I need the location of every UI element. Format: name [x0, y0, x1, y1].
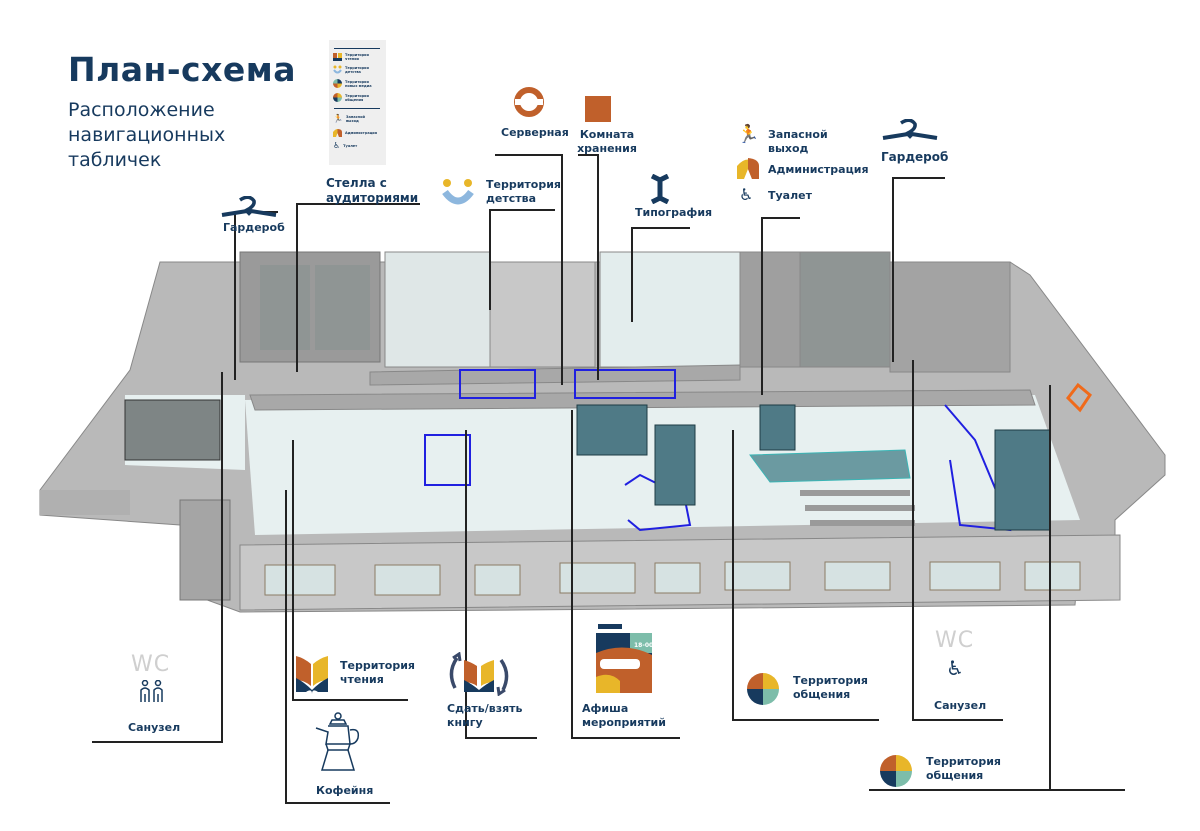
sign-return-book: Сдать/взять книгу [447, 702, 523, 729]
legend-label: Туалет [343, 143, 358, 148]
sign-wardrobe-right: Гардероб [881, 150, 949, 164]
legend-item: 🏃 Запасной выход [333, 114, 376, 123]
communication-territory-icon [880, 755, 912, 787]
legend-label: Запасной выход [345, 114, 365, 123]
legend-item: Администрация [333, 128, 377, 137]
legend-label: Территория новых медиа [345, 79, 372, 88]
page-subtitle: Расположение навигационных табличек [68, 99, 226, 171]
sign-storage: Комната хранения [577, 128, 637, 155]
toilet-icon: ♿ [739, 185, 754, 204]
legend-label: Администрация [345, 130, 377, 135]
auditorium-seats [800, 490, 915, 526]
svg-text:18-00: 18-00 [634, 642, 652, 649]
sign-wardrobe-left: Гардероб [223, 221, 285, 234]
legend-label: Территория детства [345, 65, 369, 74]
wc-mark: WC [935, 628, 975, 653]
book-exchange-icon [449, 652, 509, 696]
server-room-icon [514, 87, 544, 117]
legend-divider [334, 108, 380, 109]
sign-emergency-exit: Запасной выход [768, 128, 828, 155]
legend-card: Территория чтения Территория детства Тер… [329, 40, 386, 165]
childhood-territory-icon [333, 65, 342, 74]
new-media-territory-icon [333, 79, 342, 88]
sign-typography: Типография [635, 206, 713, 219]
legend-item: Территория общения [333, 93, 375, 102]
page-title: План-схема [68, 50, 297, 89]
storage-room-icon [585, 96, 611, 122]
hanger-icon [221, 196, 277, 217]
sign-events: Афиша мероприятий [582, 702, 666, 729]
sign-server: Серверная [501, 126, 569, 139]
reading-territory-icon [296, 656, 328, 694]
legend-label: Территория общения [345, 93, 369, 102]
emergency-exit-icon: 🏃 [737, 124, 760, 145]
sign-communication-1: Территория общения [793, 674, 868, 701]
emergency-exit-icon: 🏃 [333, 114, 343, 123]
legend-item: ♿ Туалет [333, 141, 373, 150]
sign-childhood: Территория детства [486, 178, 561, 205]
administration-icon [333, 129, 342, 137]
sign-cafe: Кофейня [316, 784, 374, 797]
legend-item: Территория новых медиа [333, 79, 375, 88]
book-shelves [576, 404, 1051, 531]
administration-icon [737, 158, 759, 179]
legend-item: Территория чтения [333, 52, 375, 61]
events-poster-image: 18-00 [596, 621, 652, 693]
communication-territory-icon [333, 93, 342, 102]
toilet-icon: ♿ [333, 141, 341, 150]
front-windows [264, 561, 1081, 596]
sign-administration: Администрация [768, 163, 869, 176]
building [39, 251, 1166, 613]
sign-toilet: Туалет [768, 189, 812, 202]
sign-communication-2: Территория общения [926, 755, 1001, 782]
childhood-territory-icon [442, 179, 474, 205]
communication-territory-icon [747, 673, 779, 705]
sign-wc-left: Санузел [128, 721, 181, 734]
sign-wc-right: Санузел [934, 699, 987, 712]
legend-item: Территория детства [333, 65, 375, 74]
legend-label: Территория чтения [345, 52, 369, 61]
reading-territory-icon [333, 53, 342, 61]
sign-reading: Территория чтения [340, 659, 415, 686]
accessible-toilet-icon: ♿ [946, 656, 964, 680]
typography-icon [650, 174, 670, 204]
sign-stella: Стелла с аудиториями [326, 176, 419, 205]
hanger-icon [882, 119, 938, 140]
restroom-people-icon [140, 680, 163, 702]
legend-divider [334, 48, 380, 49]
coffee-pot-icon [315, 712, 360, 771]
wc-mark: WC [131, 652, 171, 677]
